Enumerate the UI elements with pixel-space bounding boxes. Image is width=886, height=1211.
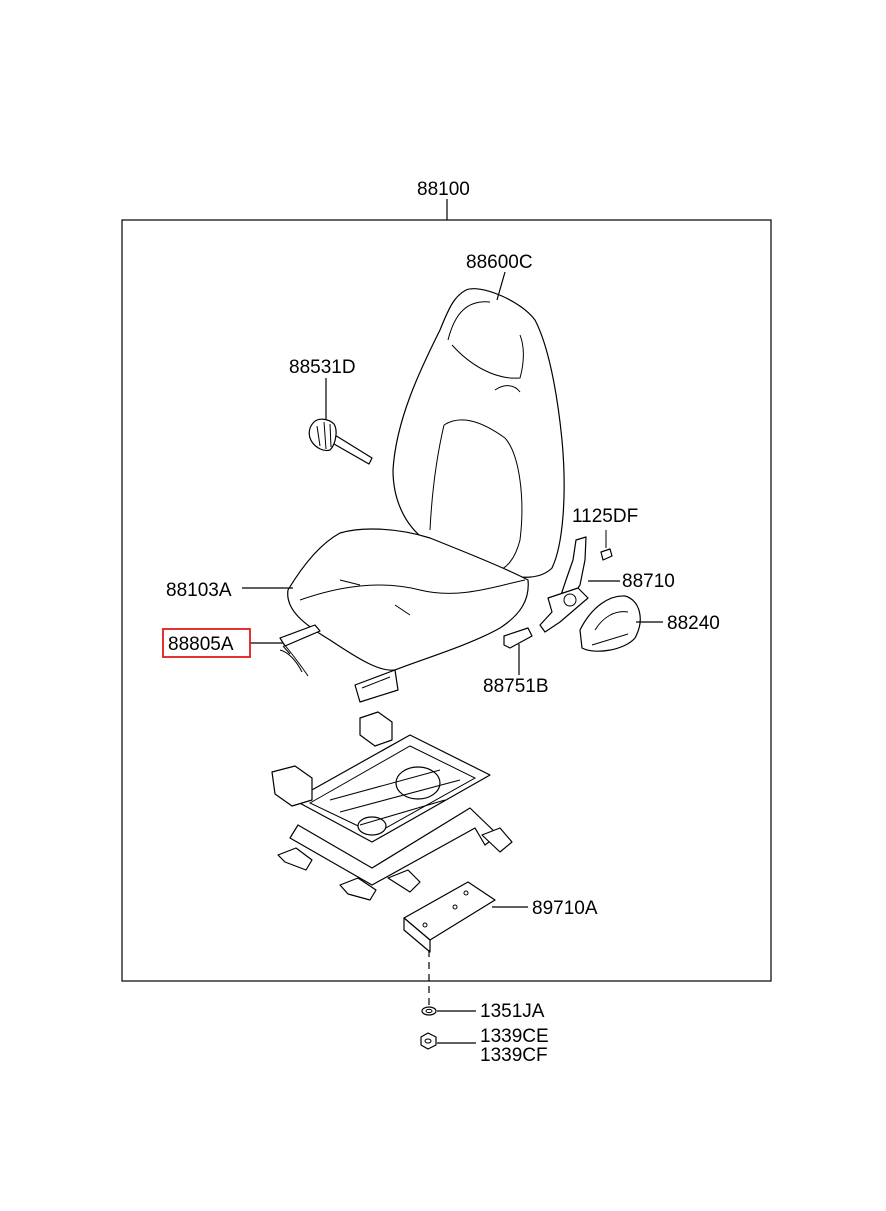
bracket-part[interactable] (403, 881, 496, 953)
label-88100[interactable]: 88100 (417, 179, 470, 200)
label-89710A[interactable]: 89710A (532, 898, 598, 919)
highlight-box (162, 628, 251, 658)
recliner-cover-part[interactable] (579, 595, 641, 652)
label-1351JA[interactable]: 1351JA (480, 1001, 545, 1022)
bolt-part[interactable] (600, 530, 613, 561)
label-1339CE[interactable]: 1339CE (480, 1026, 549, 1047)
seat-track-part[interactable] (271, 711, 513, 901)
label-88710[interactable]: 88710 (622, 571, 675, 592)
nut-part[interactable] (420, 1032, 437, 1050)
back-leader (496, 271, 506, 301)
label-1125DF[interactable]: 1125DF (572, 506, 638, 527)
recliner-part[interactable] (539, 536, 589, 633)
label-88600C[interactable]: 88600C (466, 252, 533, 273)
seat-back-part[interactable] (392, 288, 565, 578)
lever-cover-part[interactable] (503, 627, 533, 649)
washer-part[interactable] (421, 1006, 437, 1016)
cushion-part[interactable] (287, 528, 529, 703)
label-88751B[interactable]: 88751B (483, 676, 549, 697)
label-88240[interactable]: 88240 (667, 613, 720, 634)
label-88805A[interactable]: 88805A (168, 634, 234, 655)
label-88103A[interactable]: 88103A (166, 580, 232, 601)
knob-part[interactable] (308, 418, 373, 465)
highlighted-part[interactable] (279, 624, 321, 677)
label-88531D[interactable]: 88531D (289, 357, 356, 378)
label-1339CF[interactable]: 1339CF (480, 1045, 548, 1066)
